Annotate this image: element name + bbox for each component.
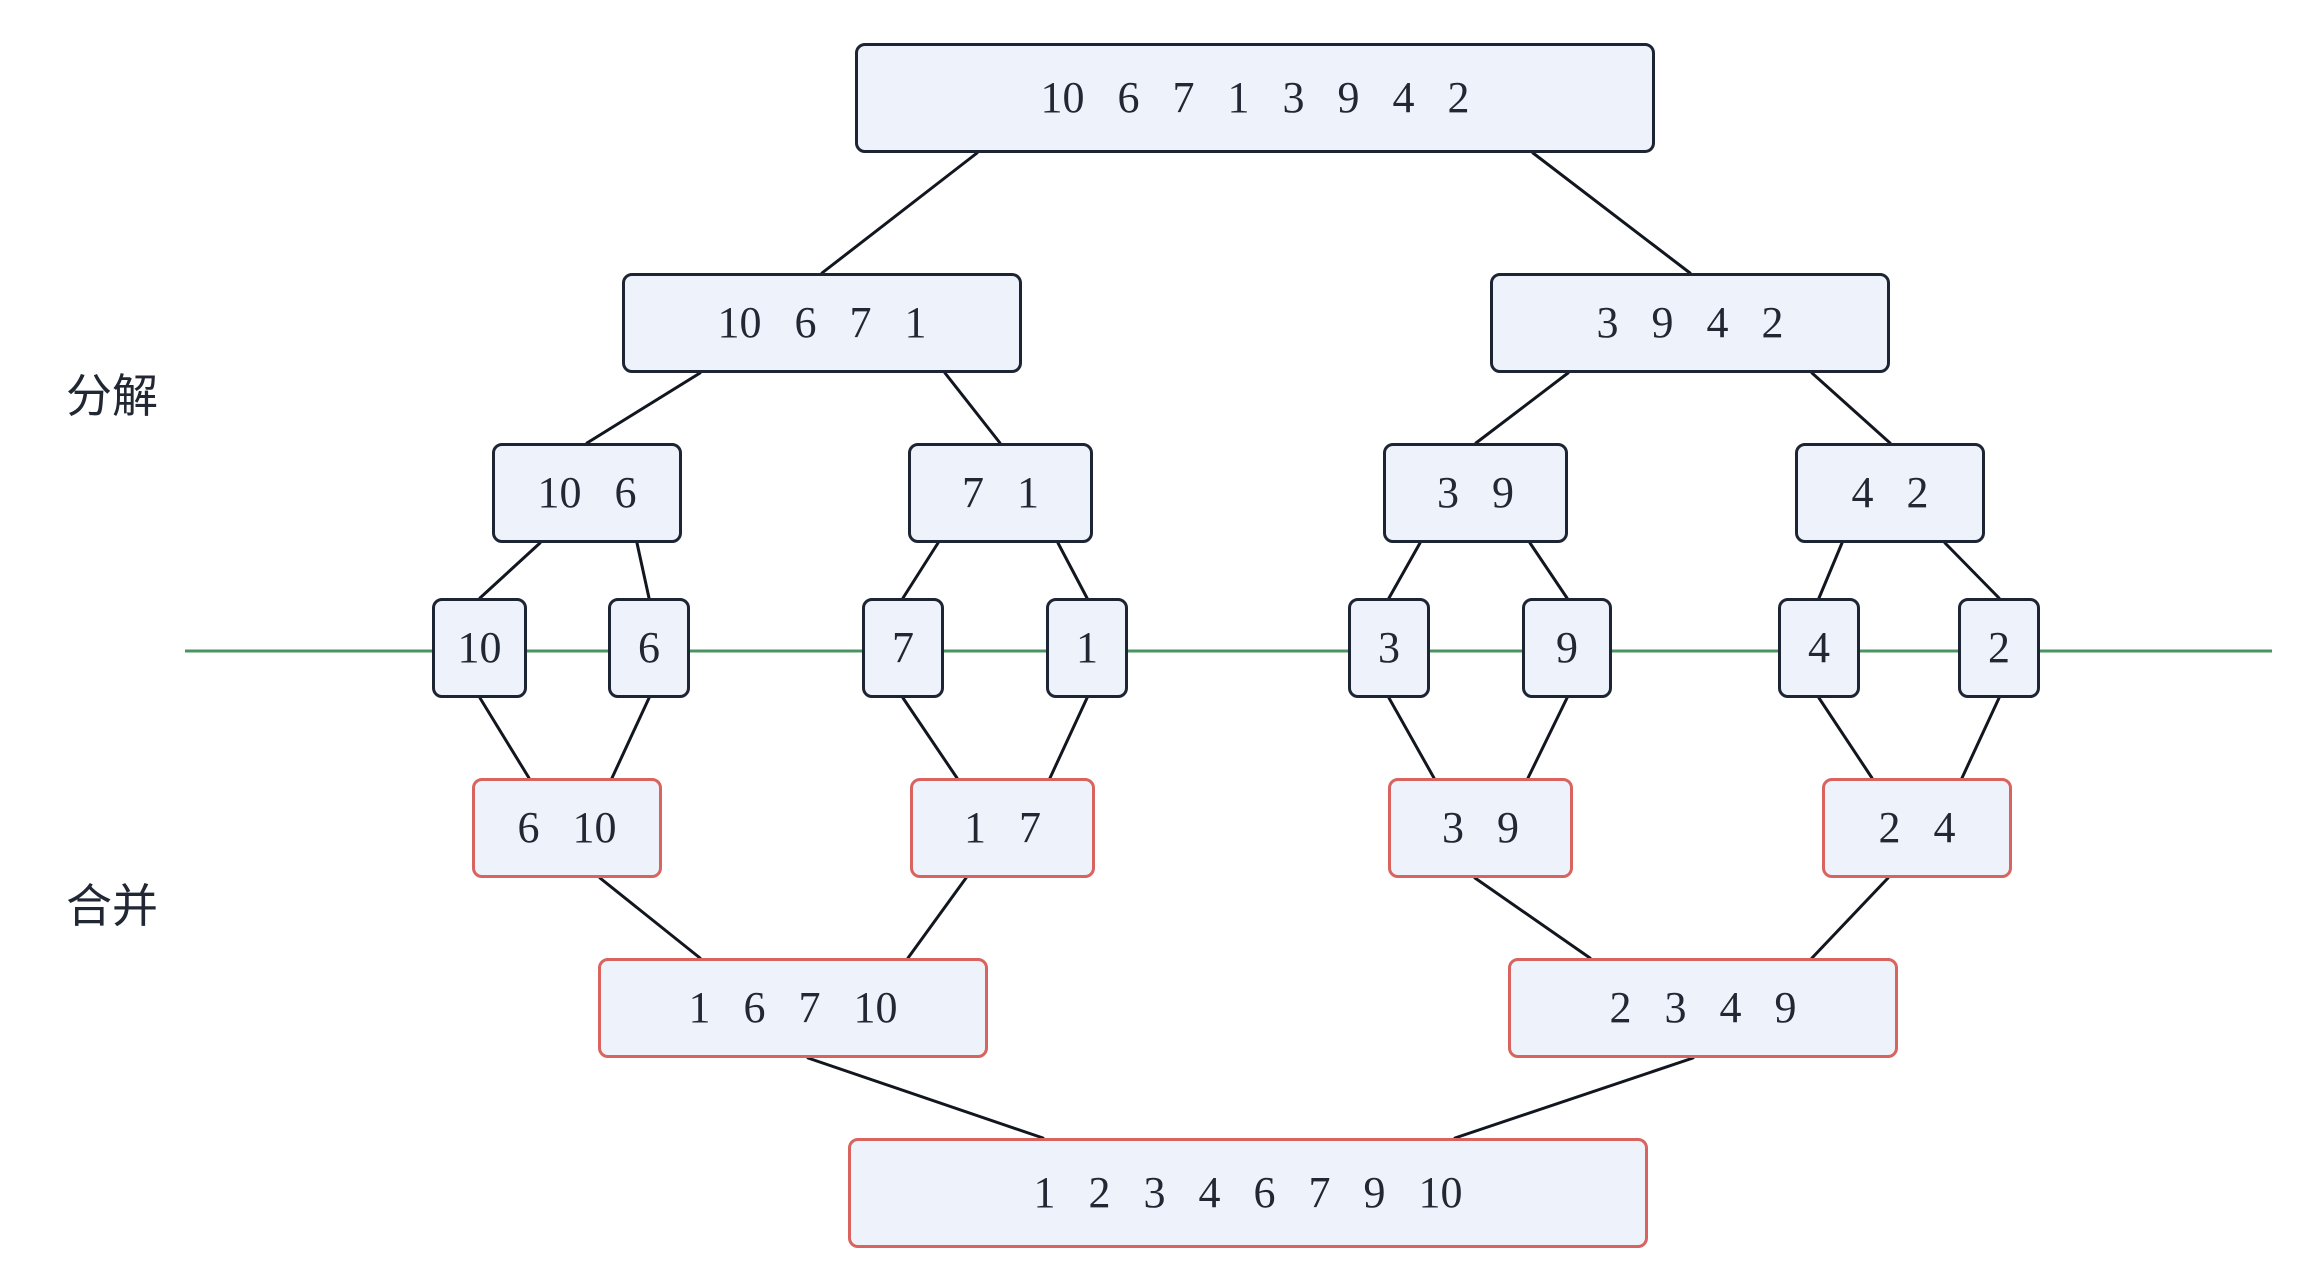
tree-edge-m2d-m4b	[1810, 876, 1890, 960]
edges	[478, 151, 2001, 1140]
tree-edge-d2c-l5	[1387, 541, 1422, 600]
tree-edge-d1b-d2d	[1810, 371, 1892, 445]
array-node-d1a[interactable]: 10 6 7 1	[622, 273, 1022, 373]
array-node-m8[interactable]: 1 2 3 4 6 7 9 10	[848, 1138, 1648, 1248]
tree-edge-d2d-l7	[1817, 541, 1844, 600]
tree-edge-l2-m2a	[610, 696, 651, 780]
tree-edge-l6-m2c	[1526, 696, 1569, 780]
stage-label-divide: 分解	[66, 369, 158, 423]
array-node-m2b[interactable]: 1 7	[910, 778, 1095, 878]
tree-edge-d2b-l3	[901, 541, 940, 600]
tree-edge-m2a-m4a	[598, 876, 702, 960]
array-node-l4[interactable]: 1	[1046, 598, 1128, 698]
array-node-d2d[interactable]: 4 2	[1795, 443, 1985, 543]
tree-edge-d2c-l6	[1528, 541, 1569, 600]
array-node-l8[interactable]: 2	[1958, 598, 2040, 698]
array-node-m2a[interactable]: 6 10	[472, 778, 662, 878]
array-node-l7[interactable]: 4	[1778, 598, 1860, 698]
array-node-l1[interactable]: 10	[432, 598, 527, 698]
array-node-l3[interactable]: 7	[862, 598, 944, 698]
array-node-l5[interactable]: 3	[1348, 598, 1430, 698]
tree-edge-d2a-l1	[478, 541, 542, 600]
tree-edge-d2d-l8	[1943, 541, 2001, 600]
array-node-m4b[interactable]: 2 3 4 9	[1508, 958, 1898, 1058]
tree-edge-l7-m2d	[1817, 696, 1874, 780]
array-node-d2a[interactable]: 10 6	[492, 443, 682, 543]
array-node-l2[interactable]: 6	[608, 598, 690, 698]
tree-edge-m2c-m4b	[1473, 876, 1592, 960]
tree-edge-l8-m2d	[1960, 696, 2001, 780]
tree-edge-l5-m2c	[1387, 696, 1436, 780]
tree-edge-m2b-m4a	[906, 876, 968, 960]
array-node-d2c[interactable]: 3 9	[1383, 443, 1568, 543]
tree-edge-l1-m2a	[478, 696, 531, 780]
tree-edge-d0-d1b	[1531, 151, 1692, 275]
tree-edge-d0-d1a	[820, 151, 979, 275]
tree-edge-d2a-l2	[635, 541, 651, 600]
array-node-l6[interactable]: 9	[1522, 598, 1612, 698]
tree-edge-m4a-m8	[806, 1056, 1045, 1140]
tree-edge-l4-m2b	[1048, 696, 1089, 780]
tree-edge-d1a-d2b	[943, 371, 1002, 445]
tree-edge-m4b-m8	[1453, 1056, 1695, 1140]
array-node-d0[interactable]: 10 6 7 1 3 9 4 2	[855, 43, 1655, 153]
tree-edge-d1b-d2c	[1474, 371, 1570, 445]
array-node-m4a[interactable]: 1 6 7 10	[598, 958, 988, 1058]
array-node-d2b[interactable]: 7 1	[908, 443, 1093, 543]
tree-edge-d2b-l4	[1056, 541, 1089, 600]
tree-edge-l3-m2b	[901, 696, 959, 780]
array-node-m2c[interactable]: 3 9	[1388, 778, 1573, 878]
array-node-d1b[interactable]: 3 9 4 2	[1490, 273, 1890, 373]
stage-label-merge: 合并	[66, 879, 158, 933]
tree-edge-d1a-d2a	[585, 371, 702, 445]
array-node-m2d[interactable]: 2 4	[1822, 778, 2012, 878]
